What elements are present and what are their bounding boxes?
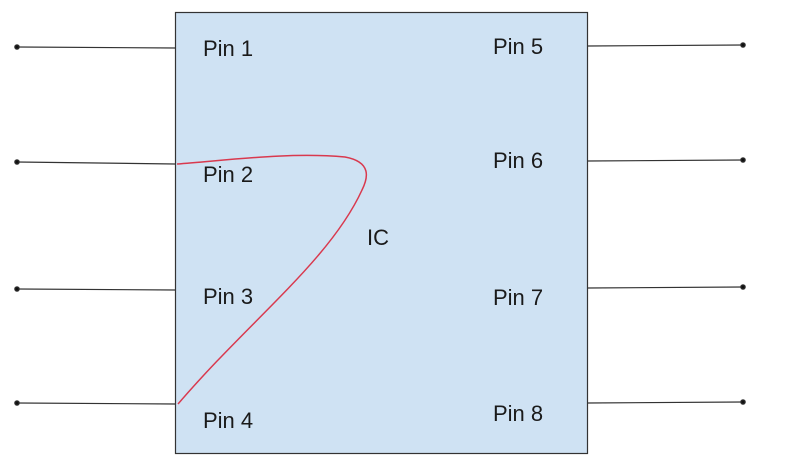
pin-3-terminal	[14, 286, 20, 292]
pin-8-terminal	[740, 399, 746, 405]
pin-5-lead	[587, 44, 744, 47]
pin-2-terminal	[14, 159, 20, 165]
pin-2-lead	[16, 161, 176, 165]
red-trace	[176, 154, 368, 405]
ic-body	[174, 11, 589, 455]
pin-6-lead	[587, 159, 744, 162]
pin-7-label: Pin 7	[493, 285, 544, 310]
ic-label: IC	[367, 225, 389, 250]
pin-1-terminal	[14, 44, 20, 50]
pin-5-label: Pin 5	[493, 34, 544, 59]
pin-8-label: Pin 8	[493, 401, 544, 426]
pin-5-terminal	[740, 42, 746, 48]
pin-2-label: Pin 2	[203, 162, 254, 187]
pin-7-lead	[587, 286, 744, 289]
pin-1-label: Pin 1	[203, 36, 254, 61]
pin-3-lead	[16, 288, 176, 291]
pin-1-lead	[16, 46, 176, 49]
pin-3-label: Pin 3	[203, 284, 254, 309]
pin-4-terminal	[14, 400, 20, 406]
pin-8-lead	[587, 401, 744, 404]
pin-4-lead	[16, 402, 176, 405]
pin-7-terminal	[740, 284, 746, 290]
pin-4-label: Pin 4	[203, 408, 254, 433]
pin-6-terminal	[740, 157, 746, 163]
pin-6-label: Pin 6	[493, 148, 544, 173]
